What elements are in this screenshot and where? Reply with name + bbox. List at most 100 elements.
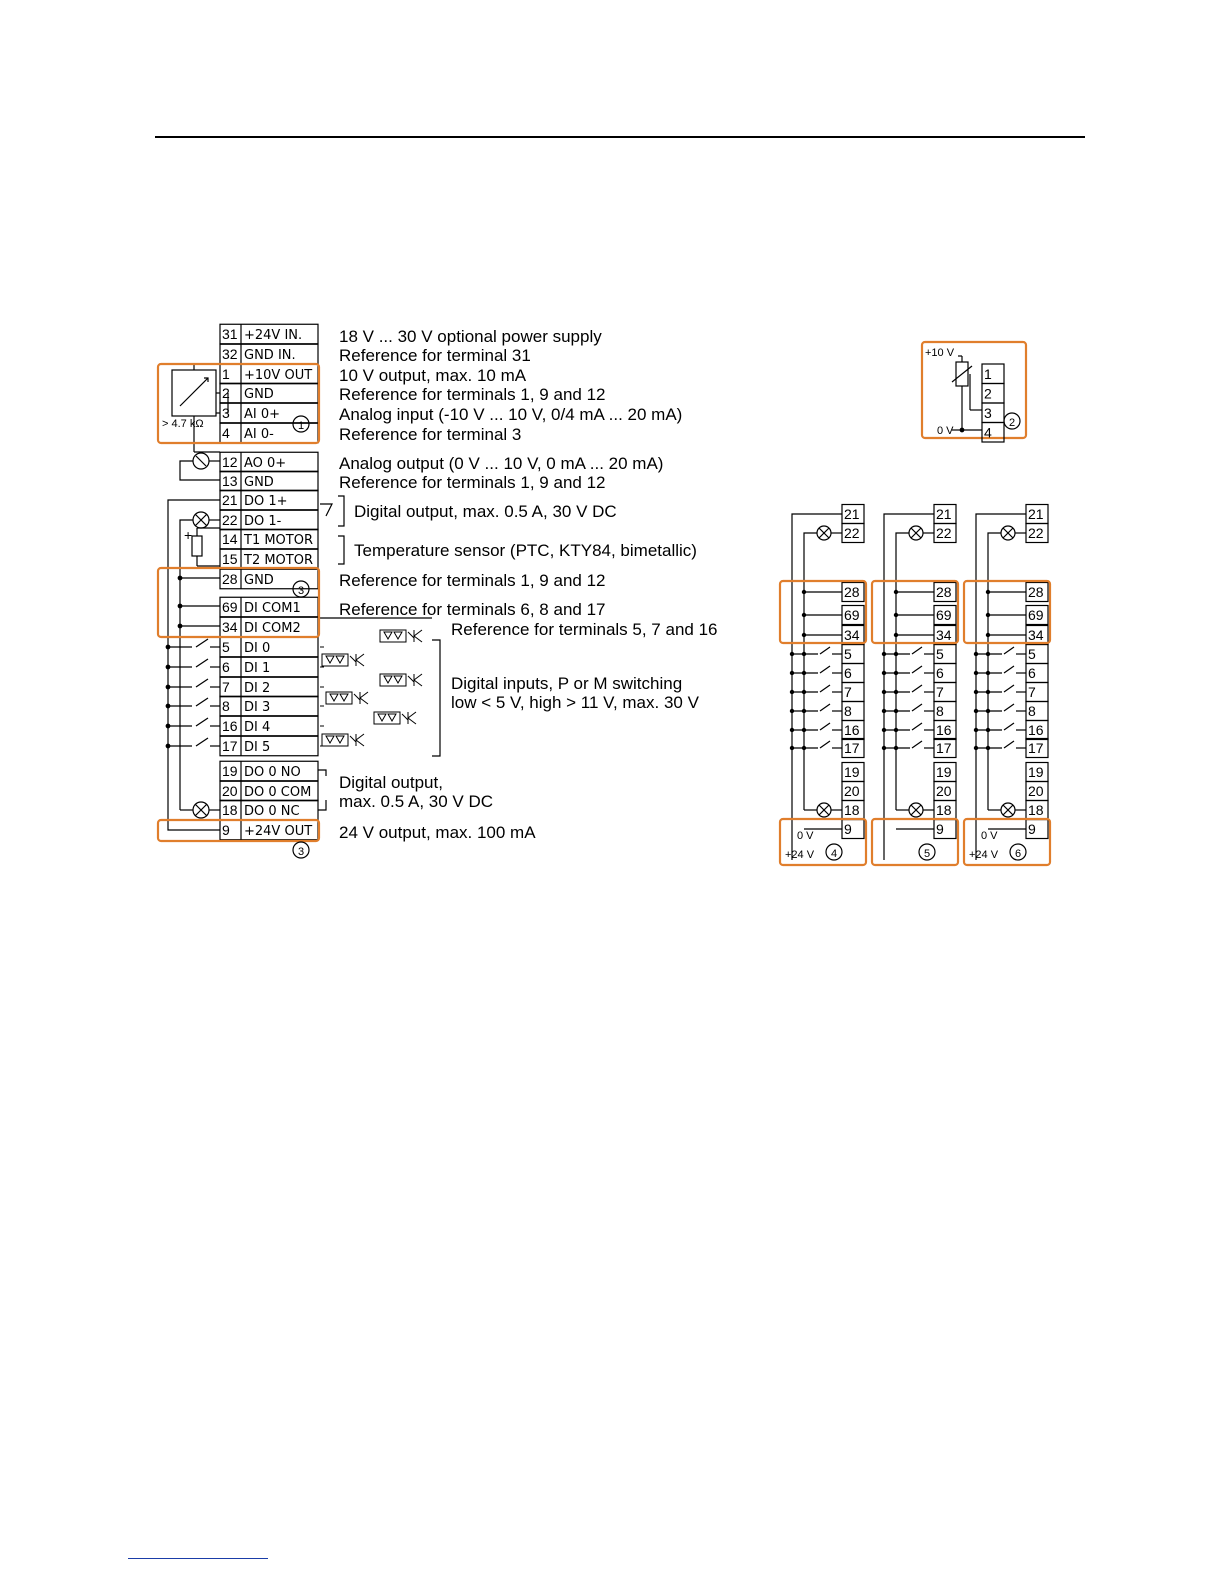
terminal-label: DI 1 [244, 661, 270, 676]
desc-t1: 10 V output, max. 10 mA [339, 366, 527, 385]
variant-terminal-number: 34 [1028, 627, 1044, 643]
terminal-label: GND IN. [244, 348, 296, 363]
terminal-number: 31 [222, 326, 238, 342]
terminal-number: 1 [222, 366, 230, 382]
inset-terminal-number: 1 [984, 366, 992, 382]
desc-t31: 18 V ... 30 V optional power supply [339, 327, 602, 346]
desc-t9: 24 V output, max. 100 mA [339, 823, 536, 842]
variant-terminal-number: 16 [844, 722, 860, 738]
switching-variants: 2122286934567816171920189212228693456781… [778, 503, 1052, 867]
variant-terminal-number: 8 [1028, 703, 1036, 719]
variant-terminal-number: 5 [1028, 646, 1036, 662]
terminal-label: DI 3 [244, 700, 270, 715]
resistance-label: > 4.7 kΩ [162, 418, 204, 430]
terminal-label: DI 4 [244, 720, 270, 735]
optocoupler [373, 711, 417, 725]
terminal-number: 18 [222, 802, 238, 818]
inset-terminal-number: 3 [984, 405, 992, 421]
inset-voltage-bottom: 0 V [937, 425, 954, 437]
inset-terminal-number: 2 [984, 386, 992, 402]
variant-terminal-number: 22 [844, 525, 860, 541]
terminal-number: 8 [222, 698, 230, 714]
optocoupler-symbols [320, 629, 423, 747]
variant-terminal-number: 21 [936, 506, 952, 522]
terminal-label: DO 1- [244, 514, 282, 529]
inset-terminal-4 [981, 421, 1005, 443]
temperature-sensor-symbol [191, 535, 203, 557]
variant-4-24v: +24 V [785, 849, 815, 861]
terminal-number: 20 [222, 783, 238, 799]
terminal-label: +24V IN. [244, 328, 302, 343]
desc-t69: Reference for terminals 6, 8 and 17 [339, 600, 605, 619]
callout-4: 4 [831, 848, 837, 860]
variant-terminal-number: 20 [1028, 783, 1044, 799]
header-rule [155, 136, 1085, 138]
variant-terminal-number: 20 [844, 783, 860, 799]
variant-terminal-number: 34 [844, 627, 860, 643]
variant-6-0v: 0 V [981, 830, 998, 842]
terminal-number: 22 [222, 512, 238, 528]
terminal-label: DI 0 [244, 641, 270, 656]
variant-highlight-reference [778, 579, 868, 645]
variant-terminal-number: 6 [844, 665, 852, 681]
callout-2: 2 [1009, 417, 1015, 429]
terminal-label: DI COM1 [244, 601, 301, 616]
optocoupler [321, 653, 365, 667]
variant-terminal-number: 28 [936, 584, 952, 600]
callout-3-bottom: 3 [298, 846, 304, 858]
variant-terminal-number: 7 [936, 684, 944, 700]
terminal-number: 12 [222, 454, 238, 470]
variant-terminal-number: 22 [1028, 525, 1044, 541]
terminal-number: 5 [222, 639, 230, 655]
terminal-label: AI 0- [244, 427, 274, 442]
terminal-number: 4 [222, 425, 230, 441]
terminal-number: 28 [222, 571, 238, 587]
terminal-number: 14 [222, 531, 238, 547]
variant-terminal-number: 16 [936, 722, 952, 738]
terminal-label: GND [244, 387, 274, 402]
desc-di-line2: low < 5 V, high > 11 V, max. 30 V [451, 693, 700, 712]
terminal-number: 34 [222, 619, 238, 635]
terminal-label: AI 0+ [244, 407, 280, 422]
callout-3-top: 3 [298, 585, 304, 597]
variant-4-0v: 0 V [797, 830, 814, 842]
variant-terminal-number: 9 [936, 821, 944, 837]
variant-highlight-supply [778, 817, 868, 867]
variant-terminal-number: 5 [844, 646, 852, 662]
desc-t28: Reference for terminals 1, 9 and 12 [339, 571, 605, 590]
optocoupler [379, 629, 423, 643]
variant-terminal-number: 19 [844, 764, 860, 780]
variant-terminal-number: 69 [844, 607, 860, 623]
variant-terminal-number: 6 [1028, 665, 1036, 681]
terminal-number: 15 [222, 551, 238, 567]
desc-t2: Reference for terminals 1, 9 and 12 [339, 385, 605, 404]
main-highlight-boxes [156, 362, 321, 843]
description-brackets [318, 495, 441, 811]
desc-temp: Temperature sensor (PTC, KTY84, bimetall… [354, 541, 697, 560]
desc-t32: Reference for terminal 31 [339, 346, 531, 365]
terminal-label: DI 2 [244, 681, 270, 696]
variant-terminal-number: 7 [844, 684, 852, 700]
terminal-number: 9 [222, 822, 230, 838]
terminal-label: +24V OUT [244, 824, 312, 839]
variant-terminal-number: 18 [844, 802, 860, 818]
desc-t13: Reference for terminals 1, 9 and 12 [339, 473, 605, 492]
variant-terminal-number: 17 [1028, 740, 1044, 756]
variant-terminal-number: 6 [936, 665, 944, 681]
variant-terminal-number: 8 [844, 703, 852, 719]
footer-link-rule [128, 1558, 268, 1559]
terminal-descriptions: 18 V ... 30 V optional power supply Refe… [339, 327, 717, 842]
variant-terminal-number: 21 [844, 506, 860, 522]
highlight-box-analog [156, 362, 321, 445]
desc-do0-line2: max. 0.5 A, 30 V DC [339, 792, 493, 811]
optocoupler [379, 673, 423, 687]
variant-terminal-number: 9 [844, 821, 852, 837]
callout-6: 6 [1015, 848, 1021, 860]
variant-terminal-number: 19 [1028, 764, 1044, 780]
variant-terminal-number: 28 [1028, 584, 1044, 600]
variant-terminal-number: 7 [1028, 684, 1036, 700]
